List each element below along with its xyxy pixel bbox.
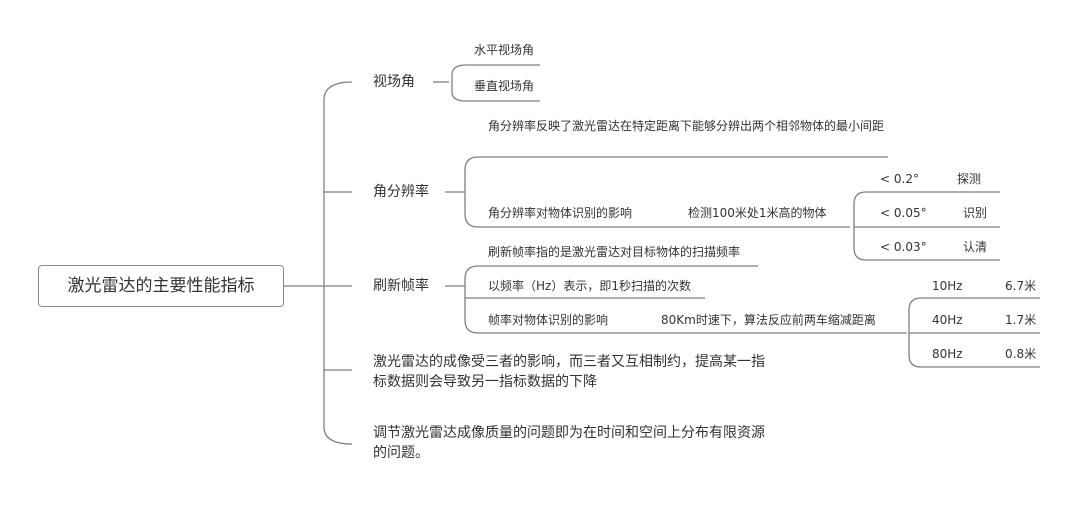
refresh-impact: 帧率对物体识别的影响	[488, 313, 609, 327]
refresh-bracket	[464, 265, 907, 334]
refresh-level-freq: 40Hz	[932, 313, 963, 327]
root-node: 激光雷达的主要性能指标	[38, 265, 284, 307]
angular-impact: 角分辨率对物体识别的影响	[488, 206, 633, 220]
fov-node: 视场角	[373, 74, 415, 90]
refresh-level-dist: 1.7米	[1005, 313, 1037, 327]
main-trunk	[323, 81, 353, 445]
angular-level-result: 探测	[957, 172, 982, 186]
angular-level-value: < 0.03°	[880, 240, 927, 254]
angular-node: 角分辨率	[373, 184, 429, 200]
refresh-level-freq: 80Hz	[932, 347, 963, 361]
angular-level-value: < 0.05°	[880, 206, 927, 220]
refresh-expression: 以频率（Hz）表示，即1秒扫描的次数	[488, 279, 691, 293]
refresh-node: 刷新帧率	[373, 278, 429, 294]
angular-level-result: 认清	[963, 240, 988, 254]
refresh-condition: 80Km时速下，算法反应前两车缩减距离	[661, 313, 876, 327]
refresh-definition: 刷新帧率指的是激光雷达对目标物体的扫描频率	[488, 245, 741, 259]
fov-horizontal: 水平视场角	[474, 43, 535, 57]
angular-level-value: < 0.2°	[880, 172, 919, 186]
angular-condition: 检测100米处1米高的物体	[688, 206, 827, 220]
angular-level-result: 识别	[963, 206, 988, 220]
angular-bracket	[464, 156, 888, 228]
refresh-level-dist: 6.7米	[1005, 279, 1037, 293]
note-resource: 调节激光雷达成像质量的问题即为在时间和空间上分布有限资源的问题。	[373, 425, 765, 461]
refresh-level-freq: 10Hz	[932, 279, 963, 293]
refresh-level-dist: 0.8米	[1005, 347, 1037, 361]
note-tradeoff: 激光雷达的成像受三者的影响，而三者又互相制约，提高某一指标数据则会导致另一指标数…	[373, 354, 765, 390]
fov-vertical: 垂直视场角	[474, 79, 535, 93]
angular-levels-bracket	[853, 191, 1000, 261]
angular-definition: 角分辨率反映了激光雷达在特定距离下能够分辨出两个相邻物体的最小间距	[488, 119, 885, 133]
fov-bracket	[451, 64, 540, 102]
